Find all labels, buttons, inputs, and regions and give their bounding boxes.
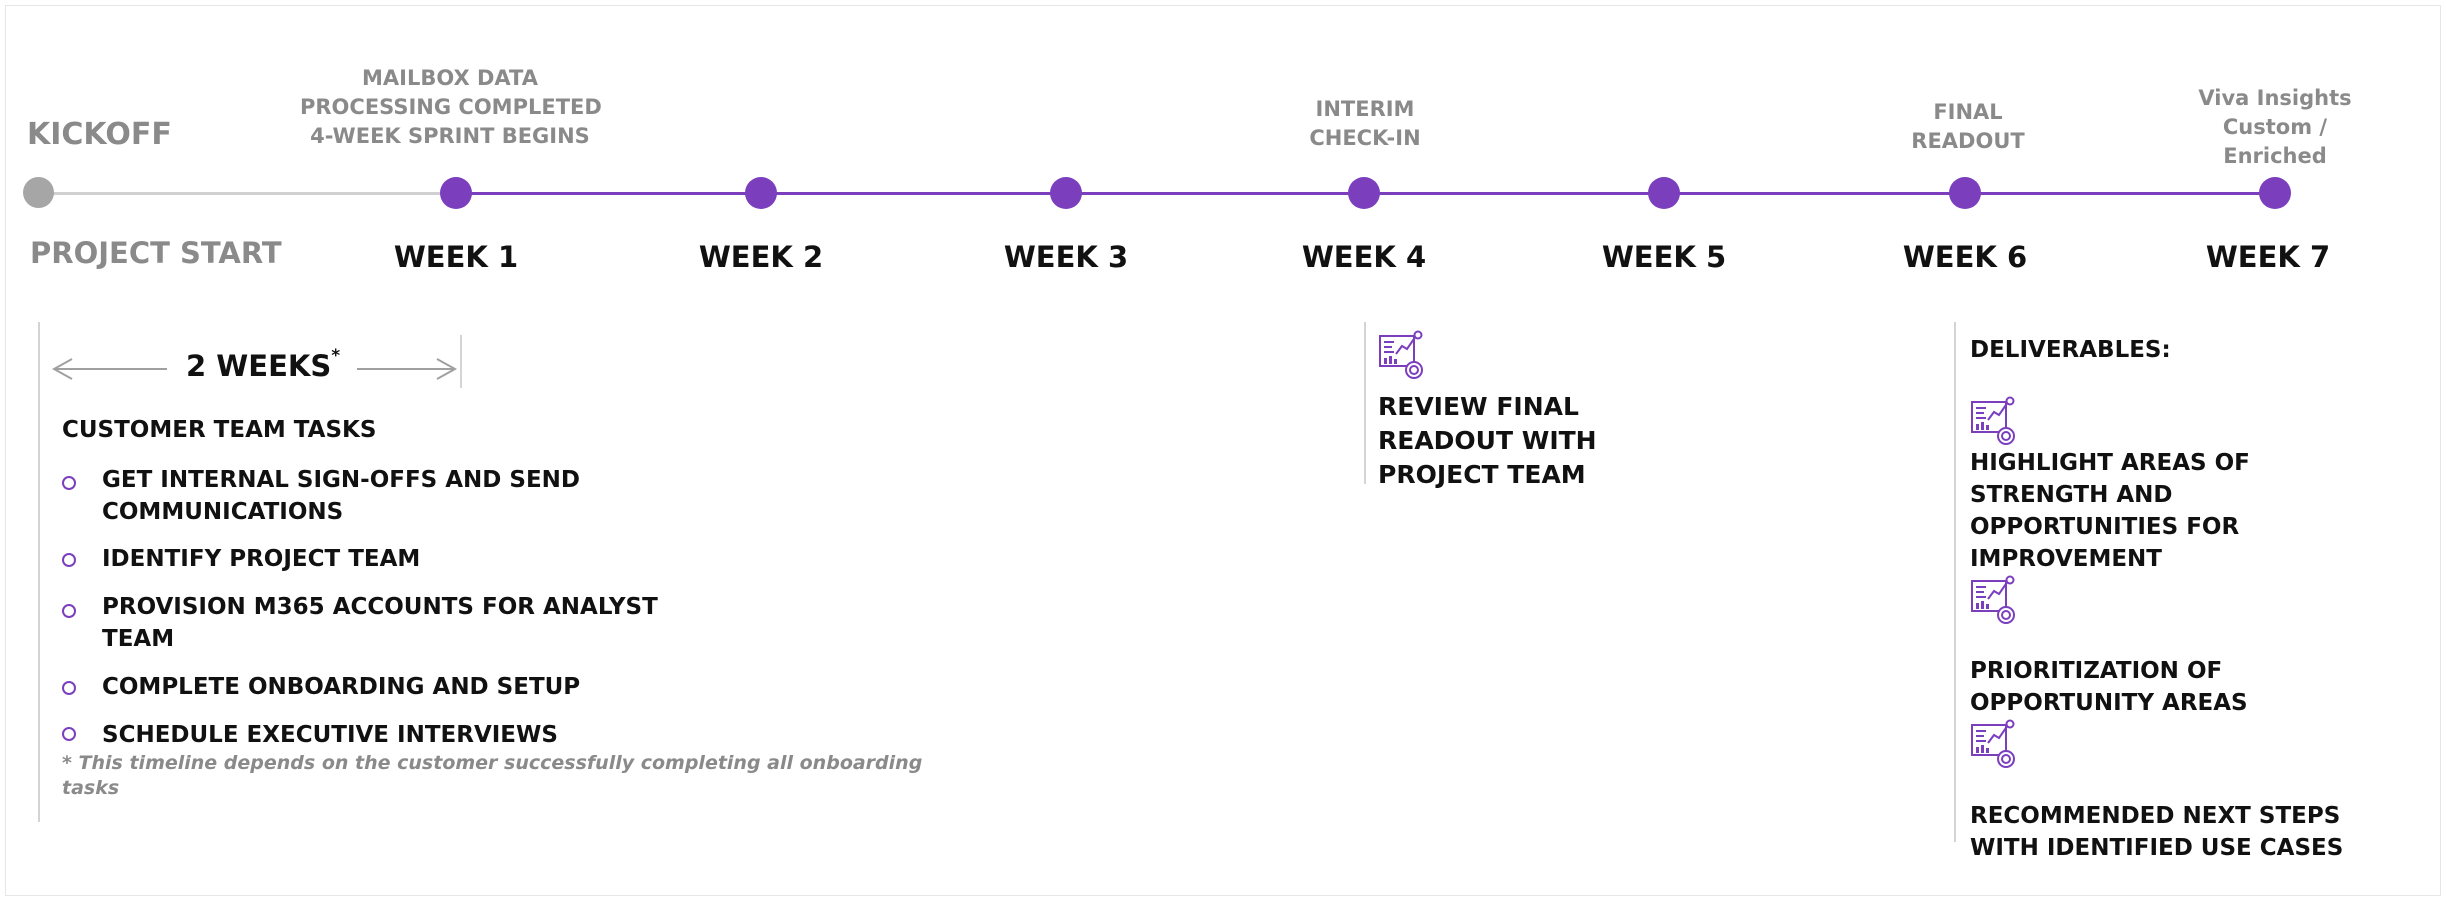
deliverable-line: WITH IDENTIFIED USE CASES xyxy=(1970,835,2344,861)
review-final-readout-text: REVIEW FINAL READOUT WITH PROJECT TEAM xyxy=(1378,390,1597,492)
two-weeks-end-marker xyxy=(460,335,462,388)
bullet-circle-icon xyxy=(62,553,76,567)
deliverable-line: HIGHLIGHT AREAS OF xyxy=(1970,450,2250,476)
task-line: COMPLETE ONBOARDING AND SETUP xyxy=(102,674,581,700)
task-text: SCHEDULE EXECUTIVE INTERVIEWS xyxy=(102,719,702,751)
analytics-report-icon xyxy=(1970,719,2022,771)
analytics-report-icon xyxy=(1378,330,1430,382)
kickoff-label: KICKOFF xyxy=(27,117,172,152)
week-2-label: WEEK 2 xyxy=(698,240,824,274)
interim-line-2: CHECK-IN xyxy=(1309,126,1421,150)
two-weeks-label: 2 WEEKS* xyxy=(186,346,341,383)
bullet-circle-icon xyxy=(62,681,76,695)
week-3-label: WEEK 3 xyxy=(1003,240,1129,274)
final-line-2: READOUT xyxy=(1911,129,2025,153)
deliverable-line: PRIORITIZATION OF xyxy=(1970,658,2223,684)
footnote-line: tasks xyxy=(62,777,120,799)
bullet-circle-icon xyxy=(62,476,76,490)
bullet-circle-icon xyxy=(62,727,76,741)
week-4-dot xyxy=(1348,177,1380,209)
review-line: REVIEW FINAL xyxy=(1378,392,1579,421)
task-line: SCHEDULE EXECUTIVE INTERVIEWS xyxy=(102,722,558,748)
two-weeks-text: 2 WEEKS xyxy=(186,349,332,383)
deliverable-line: IMPROVEMENT xyxy=(1970,546,2162,572)
deliverable-item: PRIORITIZATION OF OPPORTUNITY AREAS xyxy=(1970,655,2248,719)
timeline-footnote: * This timeline depends on the customer … xyxy=(62,751,922,801)
week-5-label: WEEK 5 xyxy=(1601,240,1727,274)
task-line: PROVISION M365 ACCOUNTS FOR ANALYST xyxy=(102,594,658,620)
deliverables-panel-divider xyxy=(1954,322,1956,842)
footnote-line: * This timeline depends on the customer … xyxy=(62,752,923,774)
week-3-dot xyxy=(1050,177,1082,209)
deliverable-line: OPPORTUNITY AREAS xyxy=(1970,690,2248,716)
deliverables-title-text: DELIVERABLES xyxy=(1970,337,2162,363)
viva-milestone-label: Viva Insights Custom / Enriched xyxy=(2175,84,2375,171)
mailbox-milestone-label: MAILBOX DATA PROCESSING COMPLETED 4-WEEK… xyxy=(300,64,602,151)
week-7-label: WEEK 7 xyxy=(2205,240,2331,274)
mailbox-line-1: MAILBOX DATA xyxy=(362,66,538,90)
bullet-circle-icon xyxy=(62,604,76,618)
final-milestone-label: FINAL READOUT xyxy=(1868,98,2068,156)
task-line: IDENTIFY PROJECT TEAM xyxy=(102,546,421,572)
task-text: IDENTIFY PROJECT TEAM xyxy=(102,543,702,575)
week-4-label: WEEK 4 xyxy=(1301,240,1427,274)
deliverable-line: STRENGTH AND xyxy=(1970,482,2173,508)
diagram-frame xyxy=(5,5,2441,896)
analytics-report-icon xyxy=(1970,396,2022,448)
viva-line-2: Custom / xyxy=(2222,115,2328,139)
customer-team-tasks-title: CUSTOMER TEAM TASKS xyxy=(62,417,377,443)
week-1-dot xyxy=(440,177,472,209)
week-7-dot xyxy=(2259,177,2291,209)
week-6-dot xyxy=(1949,177,1981,209)
deliverable-line: RECOMMENDED NEXT STEPS xyxy=(1970,803,2341,829)
week-5-dot xyxy=(1648,177,1680,209)
project-start-dot xyxy=(23,177,54,208)
deliverable-item: HIGHLIGHT AREAS OF STRENGTH AND OPPORTUN… xyxy=(1970,447,2250,575)
task-text: COMPLETE ONBOARDING AND SETUP xyxy=(102,671,702,703)
task-line: GET INTERNAL SIGN-OFFS AND SEND xyxy=(102,467,581,493)
task-line: COMMUNICATIONS xyxy=(102,499,344,525)
interim-milestone-label: INTERIM CHECK-IN xyxy=(1265,95,1465,153)
review-line: PROJECT TEAM xyxy=(1378,460,1586,489)
deliverables-title-colon: : xyxy=(2161,337,2171,363)
review-line: READOUT WITH xyxy=(1378,426,1597,455)
week-2-dot xyxy=(745,177,777,209)
week-1-label: WEEK 1 xyxy=(393,240,519,274)
final-line-1: FINAL xyxy=(1933,100,2003,124)
viva-line-1: Viva Insights xyxy=(2198,86,2352,110)
project-start-label: PROJECT START xyxy=(30,236,282,270)
viva-line-3: Enriched xyxy=(2223,144,2327,168)
mailbox-line-3: 4-WEEK SPRINT BEGINS xyxy=(310,124,590,148)
task-line: TEAM xyxy=(102,626,175,652)
deliverables-title: DELIVERABLES: xyxy=(1970,334,2171,366)
task-text: PROVISION M365 ACCOUNTS FOR ANALYST TEAM xyxy=(102,591,702,655)
interim-line-1: INTERIM xyxy=(1315,97,1415,121)
week-4-panel-divider xyxy=(1364,322,1366,484)
mailbox-line-2: PROCESSING COMPLETED xyxy=(300,95,602,119)
kickoff-panel-divider xyxy=(38,322,40,822)
timeline-start-segment xyxy=(40,192,456,195)
deliverable-item: RECOMMENDED NEXT STEPS WITH IDENTIFIED U… xyxy=(1970,800,2343,864)
two-weeks-asterisk: * xyxy=(331,346,341,366)
analytics-report-icon xyxy=(1970,575,2022,627)
task-text: GET INTERNAL SIGN-OFFS AND SEND COMMUNIC… xyxy=(102,464,702,528)
two-weeks-span-arrows xyxy=(52,358,458,380)
week-6-label: WEEK 6 xyxy=(1902,240,2028,274)
deliverable-line: OPPORTUNITIES FOR xyxy=(1970,514,2240,540)
